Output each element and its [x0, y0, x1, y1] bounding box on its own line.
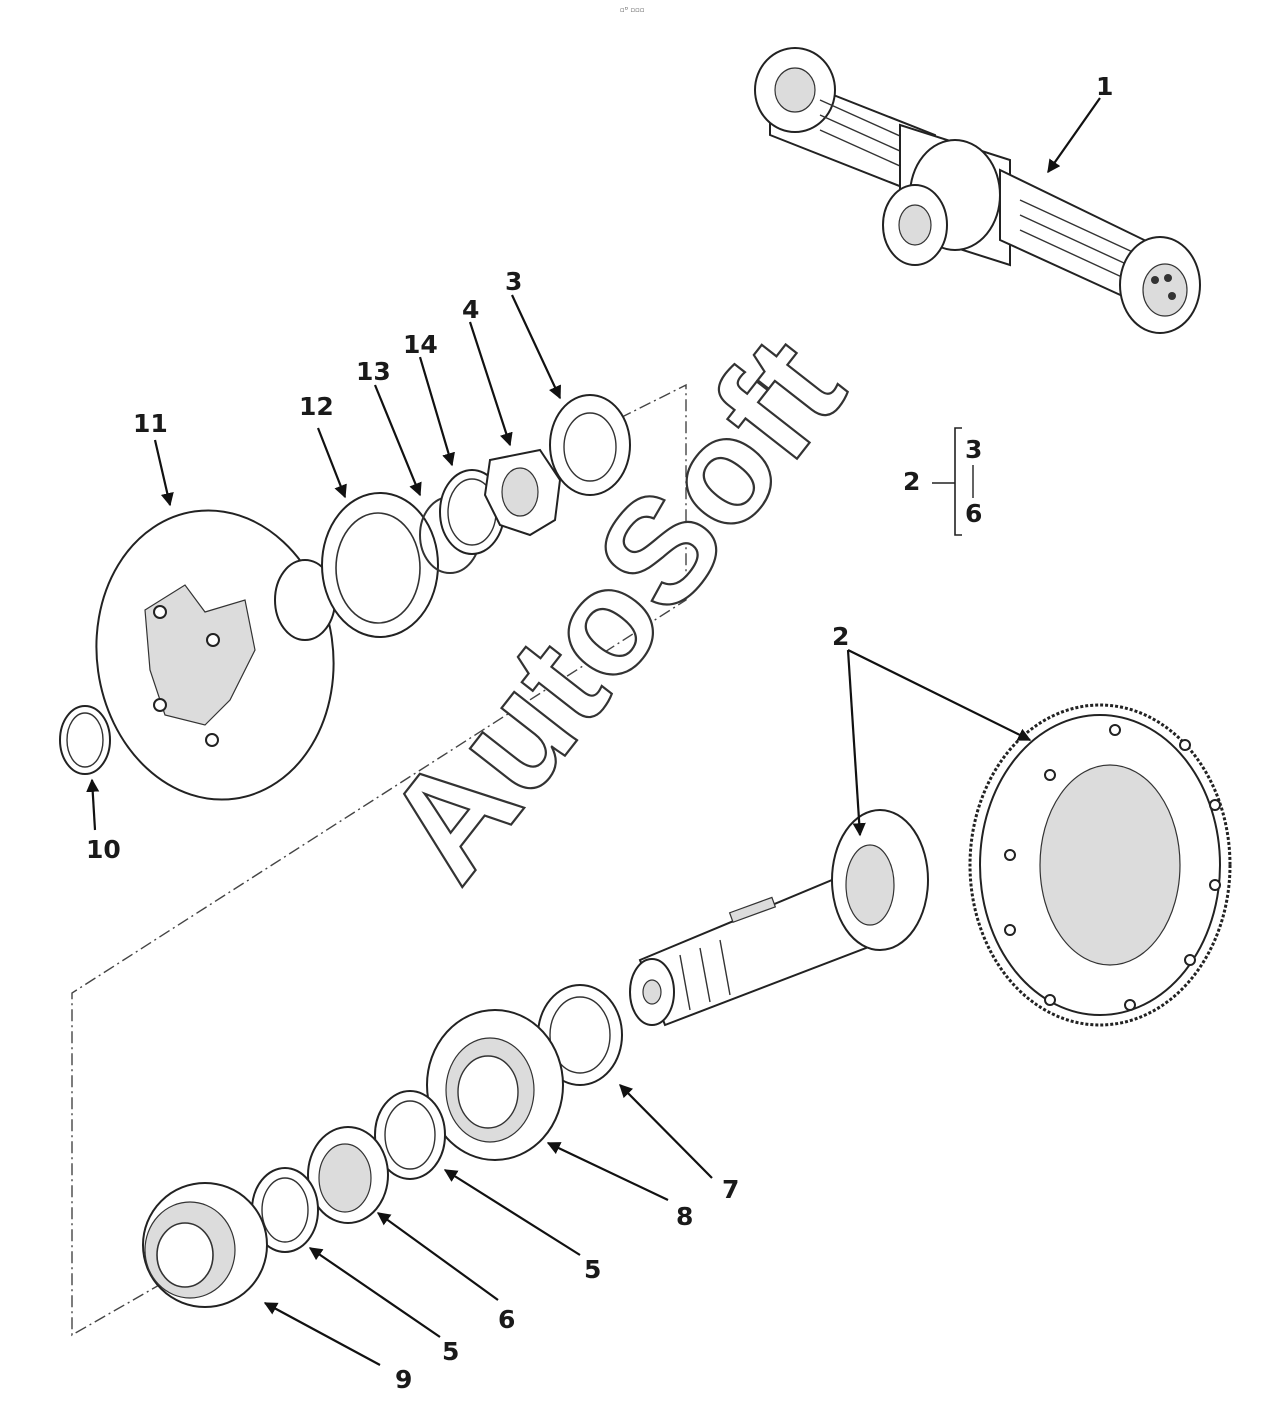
- assembly-axis-line: [71, 383, 687, 1337]
- seal-part-12: [321, 492, 439, 638]
- pinion-shaft-part-2: [629, 809, 929, 1027]
- part-group-bracket: [932, 427, 974, 536]
- bracket-bottom-6: 6: [965, 499, 982, 528]
- callout-3: 3: [505, 267, 522, 296]
- header-mark: ▫ᴰ ▫▫▫: [620, 6, 645, 14]
- shim-part-5-upper: [374, 1090, 446, 1180]
- callout-7: 7: [722, 1175, 739, 1204]
- nut-part-4: [483, 448, 562, 537]
- callout-8: 8: [676, 1202, 693, 1231]
- callout-11: 11: [133, 409, 168, 438]
- callout-2-bracket: 2: [903, 467, 920, 496]
- callout-5-lower: 5: [442, 1337, 459, 1366]
- flange-disc-part-11: [95, 509, 336, 801]
- snap-ring-part-10: [59, 705, 111, 775]
- callout-2-gears: 2: [832, 622, 849, 651]
- callout-5-upper: 5: [584, 1255, 601, 1284]
- callout-12: 12: [299, 392, 334, 421]
- axle-housing-part-1: [754, 47, 1201, 334]
- callout-6: 6: [498, 1305, 515, 1334]
- washer-part-3: [549, 394, 631, 496]
- callout-9: 9: [395, 1365, 412, 1394]
- leader-lines: [86, 97, 1101, 1366]
- callout-1: 1: [1096, 72, 1113, 101]
- callout-10: 10: [86, 835, 121, 864]
- shim-part-5-lower: [251, 1167, 319, 1253]
- bracket-top-3: 3: [965, 435, 982, 464]
- bearing-cup-part-8: [426, 1009, 564, 1161]
- bearing-cone-part-9: [142, 1182, 268, 1308]
- callout-14: 14: [403, 330, 438, 359]
- callout-4: 4: [462, 295, 479, 324]
- spacer-part-6: [307, 1126, 389, 1224]
- callout-13: 13: [356, 357, 391, 386]
- ring-gear-part-2: [968, 703, 1232, 1027]
